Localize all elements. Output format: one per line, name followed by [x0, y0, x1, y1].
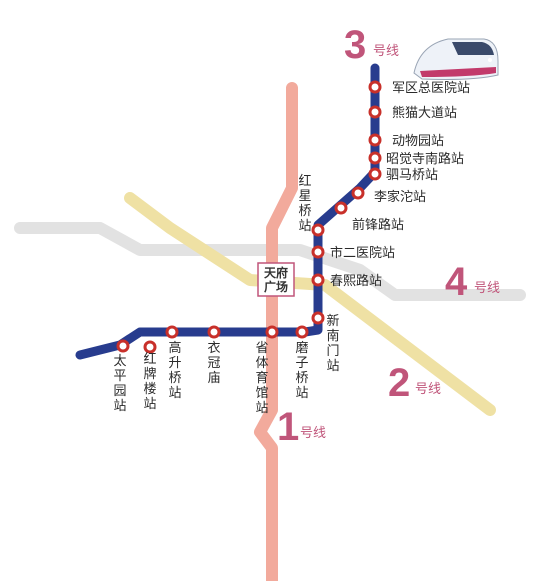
line-3-number: 3 — [344, 23, 366, 67]
hub-label-line2: 广场 — [264, 279, 288, 294]
line-2-number: 2 — [388, 361, 410, 405]
label-lijiatuo: 李家沱站 — [374, 189, 426, 205]
station-hongpailou[interactable] — [143, 340, 157, 354]
label-mozi: 磨子桥站 — [295, 341, 308, 401]
line-1-label: 1 号线 — [277, 405, 326, 449]
train-icon — [413, 38, 499, 80]
line-2-suffix: 号线 — [415, 382, 441, 397]
station-yiguanmiao[interactable] — [207, 325, 221, 339]
line-3-suffix: 号线 — [373, 44, 399, 59]
label-sima: 驷马桥站 — [386, 168, 438, 183]
label-xiongmao: 熊猫大道站 — [392, 105, 457, 121]
station-xiongmao[interactable] — [368, 105, 382, 119]
hub-tianfu-square[interactable]: 天府 广场 — [257, 262, 295, 297]
label-hongxing: 红星桥站 — [298, 173, 311, 234]
line-3-label: 3 号线 — [344, 23, 399, 67]
line-4-number: 4 — [445, 260, 468, 304]
line-4-suffix: 号线 — [474, 281, 500, 296]
line-1-suffix: 号线 — [300, 426, 326, 441]
line-3-stations — [116, 80, 382, 354]
label-dongwuyuan: 动物园站 — [392, 134, 444, 149]
label-junqu: 军区总医院站 — [392, 81, 470, 96]
label-hongpailou: 红牌楼站 — [143, 351, 156, 412]
station-shier[interactable] — [311, 245, 325, 259]
label-shengtiyu: 省体育馆站 — [255, 341, 268, 416]
label-xinnanmen: 新南门站 — [326, 313, 339, 374]
station-junqu[interactable] — [368, 80, 382, 94]
label-zhaojue: 昭觉寺南路站 — [386, 151, 464, 167]
label-shier: 市二医院站 — [330, 245, 395, 261]
line-3-track — [75, 63, 380, 360]
station-mozi[interactable] — [295, 325, 309, 339]
station-xinnanmen[interactable] — [311, 311, 325, 325]
label-gaosheng: 高升桥站 — [168, 340, 181, 401]
station-taipingyuan[interactable] — [116, 339, 130, 353]
label-taipingyuan: 太平园站 — [113, 354, 126, 414]
line-4-track — [14, 222, 526, 301]
line-4-label: 4 号线 — [445, 260, 500, 304]
station-sima[interactable] — [368, 167, 382, 181]
station-shengtiyu[interactable] — [265, 325, 279, 339]
line-2-track — [124, 192, 496, 416]
station-hongxing[interactable] — [311, 223, 325, 237]
station-chunxi[interactable] — [311, 273, 325, 287]
label-qianfeng: 前锋路站 — [352, 217, 404, 233]
line-2-label: 2 号线 — [388, 361, 441, 405]
label-yiguanmiao: 衣冠庙 — [207, 340, 220, 386]
hub-label-line1: 天府 — [264, 265, 288, 280]
line-1-number: 1 — [277, 405, 299, 449]
station-gaosheng[interactable] — [165, 325, 179, 339]
station-lijiatuo[interactable] — [351, 186, 365, 200]
label-chunxi: 春熙路站 — [330, 273, 382, 289]
station-zhaojue[interactable] — [368, 151, 382, 165]
station-dongwuyuan[interactable] — [368, 133, 382, 147]
station-qianfeng[interactable] — [334, 201, 348, 215]
line-1-track — [254, 82, 298, 581]
